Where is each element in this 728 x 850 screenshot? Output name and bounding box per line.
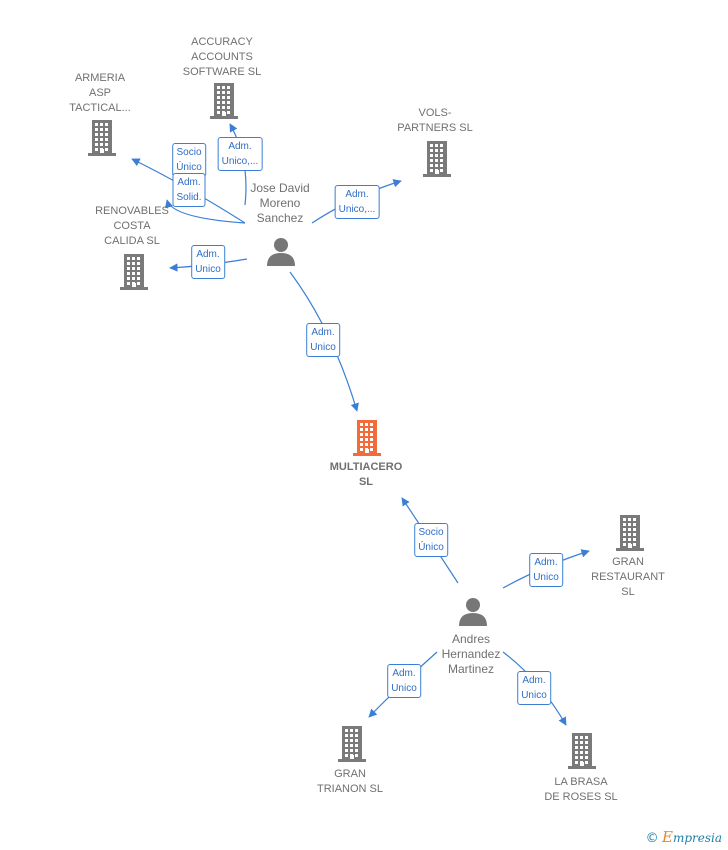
edge-label-jose-accuracy[interactable]: Adm. Unico,... xyxy=(217,137,263,171)
edge-label-line: Adm. xyxy=(392,668,416,679)
edge-label-line: Unico xyxy=(533,572,559,583)
company-label-line: SOFTWARE SL xyxy=(182,66,262,78)
footer-brand: © Empresia xyxy=(646,828,722,846)
company-label-la-brasa[interactable]: LA BRASA DE ROSES SL xyxy=(544,775,617,805)
company-label-line: ARMERIA xyxy=(74,72,126,84)
company-label-line: DE ROSES SL xyxy=(544,791,618,803)
company-label-line: SL xyxy=(621,586,635,598)
building-icon[interactable] xyxy=(614,515,646,556)
edge-label-line: Adm. xyxy=(196,249,220,260)
edge-label-andres-la-brasa[interactable]: Adm. Unico xyxy=(517,671,551,705)
company-label-line: ASP xyxy=(88,87,111,99)
company-label-vols[interactable]: VOLS- PARTNERS SL xyxy=(397,106,472,136)
company-label-line: SL xyxy=(358,476,374,488)
person-label-line: Jose David xyxy=(250,181,310,195)
company-label-line: ACCOUNTS xyxy=(191,51,253,63)
edge-label-andres-gran-restaurant[interactable]: Adm. Unico xyxy=(529,553,563,587)
person-icon[interactable] xyxy=(266,236,296,271)
edge-label-line: Único xyxy=(418,542,444,553)
company-label-line: TACTICAL... xyxy=(69,102,131,114)
company-label-line: RENOVABLES xyxy=(95,205,169,217)
building-icon[interactable] xyxy=(86,120,118,161)
edge-label-line: Único xyxy=(176,162,202,173)
building-icon[interactable] xyxy=(118,254,150,295)
building-icon[interactable] xyxy=(336,726,368,767)
edge-label-line: Adm. xyxy=(228,141,252,152)
building-icon[interactable] xyxy=(421,141,453,182)
person-label-line: Moreno xyxy=(259,196,301,210)
person-icon[interactable] xyxy=(458,596,488,631)
edge-label-line: Adm. xyxy=(177,177,201,188)
edge-label-jose-renovables[interactable]: Adm. Unico xyxy=(191,245,225,279)
edge-label-line: Unico xyxy=(391,683,417,694)
brand-logo: Empresia xyxy=(661,828,722,846)
company-label-accuracy[interactable]: ACCURACY ACCOUNTS SOFTWARE SL xyxy=(183,35,261,80)
edge-label-line: Socio xyxy=(176,147,202,158)
person-label-line: Hernandez xyxy=(441,647,501,661)
edge-label-line: Adm. xyxy=(311,327,335,338)
company-label-gran-restaurant[interactable]: GRAN RESTAURANT SL xyxy=(591,555,665,600)
company-label-line: PARTNERS SL xyxy=(397,122,473,134)
copyright-symbol: © xyxy=(645,831,659,846)
company-label-line: TRIANON SL xyxy=(316,783,384,795)
edge-label-line: Adm. xyxy=(522,675,546,686)
company-label-line: COSTA xyxy=(113,220,151,232)
edge-label-jose-armeria-2[interactable]: Adm. Solid. xyxy=(172,173,206,207)
company-label-line: MULTIACERO xyxy=(329,461,403,473)
edge-label-line: Unico xyxy=(310,342,336,353)
edge-label-line: Solid. xyxy=(176,192,202,203)
edge-label-line: Adm. xyxy=(534,557,558,568)
edge-label-line: Unico,... xyxy=(338,204,376,215)
company-label-line: GRAN xyxy=(334,768,366,780)
edge-label-line: Unico,... xyxy=(221,156,259,167)
edge-label-line: Unico xyxy=(521,690,547,701)
company-label-multiacero[interactable]: MULTIACERO SL xyxy=(330,460,403,490)
company-label-armeria[interactable]: ARMERIA ASP TACTICAL... xyxy=(69,71,131,116)
company-label-gran-trianon[interactable]: GRAN TRIANON SL xyxy=(317,767,383,797)
company-label-line: ACCURACY xyxy=(191,36,253,48)
person-label-line: Martinez xyxy=(447,662,494,676)
building-icon[interactable] xyxy=(351,420,383,461)
company-label-line: LA BRASA xyxy=(554,776,608,788)
person-label-line: Andres xyxy=(451,632,491,646)
company-label-line: CALIDA SL xyxy=(104,235,160,247)
edge-label-line: Adm. xyxy=(345,189,369,200)
person-label-line: Sanchez xyxy=(256,211,304,225)
company-label-line: GRAN xyxy=(612,556,644,568)
edge-label-jose-multiacero[interactable]: Adm. Unico xyxy=(306,323,340,357)
edge-label-jose-vols[interactable]: Adm. Unico,... xyxy=(334,185,380,219)
company-label-renovables[interactable]: RENOVABLES COSTA CALIDA SL xyxy=(95,204,169,249)
company-label-line: RESTAURANT xyxy=(591,571,665,583)
edge-label-line: Unico xyxy=(195,264,221,275)
building-icon[interactable] xyxy=(566,733,598,774)
edge-label-line: Socio xyxy=(418,527,444,538)
edge-label-andres-gran-trianon[interactable]: Adm. Unico xyxy=(387,664,421,698)
company-label-line: VOLS- xyxy=(418,107,452,119)
edge-jose-armeria-2 xyxy=(164,199,246,224)
building-icon[interactable] xyxy=(208,83,240,124)
